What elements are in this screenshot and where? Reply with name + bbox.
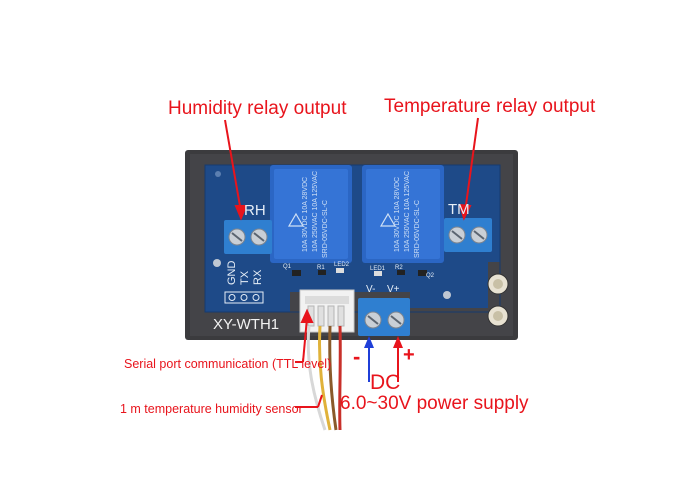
sensor-connector: [299, 289, 355, 333]
silk-tm: TM: [448, 201, 470, 218]
led1: [374, 271, 382, 276]
capacitor: [487, 305, 509, 327]
callout-arrows: [224, 117, 479, 408]
relay-humidity: [270, 165, 352, 263]
capacitor: [487, 273, 509, 295]
callout-minus: -: [353, 344, 361, 369]
arrow-plus: [393, 336, 403, 382]
terminal-tm: [444, 218, 492, 252]
silk-rh: RH: [244, 202, 266, 219]
relay-right-rating1: 10A 250VAC 10A 125VAC: [404, 170, 411, 252]
callout-dc: DC: [370, 371, 401, 394]
callout-plus: +: [403, 344, 415, 366]
silk-v-minus: V-: [366, 284, 376, 295]
silk-led2: LED2: [334, 262, 350, 268]
silk-model: XY-WTH1: [213, 316, 280, 333]
silk-q1: Q1: [283, 264, 292, 270]
callout-temperature-relay: Temperature relay output: [384, 96, 596, 117]
resistor-r2: [397, 270, 405, 275]
pin-rx: RX: [252, 269, 264, 285]
relay-right-rating2: 10A 30VDC 10A 28VDC: [394, 176, 401, 252]
led2: [336, 268, 344, 273]
wire-brown: [328, 325, 338, 431]
callout-serial-port: Serial port communication (TTL level): [124, 357, 332, 371]
mounting-hole: [443, 291, 451, 299]
arrow-minus: [364, 336, 374, 382]
relay-temperature: [362, 165, 444, 263]
silk-led1: LED1: [370, 266, 386, 272]
relay-right-model: SRD-05VDC-SL-C: [414, 200, 421, 258]
relay-left-rating2: 10A 30VDC 10A 28VDC: [302, 176, 309, 252]
wire-yellow: [317, 325, 332, 431]
transistor-q1: [292, 270, 301, 276]
wire-red: [338, 325, 342, 431]
transistor-q2: [418, 270, 427, 276]
relay-left-model: SRD-05VDC-SL-C: [322, 200, 329, 258]
mounting-hole: [215, 171, 221, 177]
silk-r1: R1: [317, 265, 325, 271]
wire-white: [306, 325, 327, 431]
callout-humidity-relay: Humidity relay output: [168, 98, 347, 119]
mounting-hole: [213, 259, 221, 267]
callout-sensor: 1 m temperature humidity sensor: [120, 402, 303, 416]
pin-gnd: GND: [226, 260, 238, 285]
pin-tx: TX: [239, 270, 251, 285]
callout-power-supply: 6.0~30V power supply: [340, 393, 529, 414]
resistor-r1: [318, 270, 326, 275]
serial-header: [224, 291, 264, 304]
relay-left-rating1: 10A 250VAC 10A 125VAC: [312, 170, 319, 252]
terminal-power: [358, 298, 410, 336]
silk-q2: Q2: [426, 273, 435, 279]
silk-v-plus: V+: [387, 284, 400, 295]
silk-r2: R2: [395, 265, 403, 271]
terminal-rh: [224, 220, 272, 254]
